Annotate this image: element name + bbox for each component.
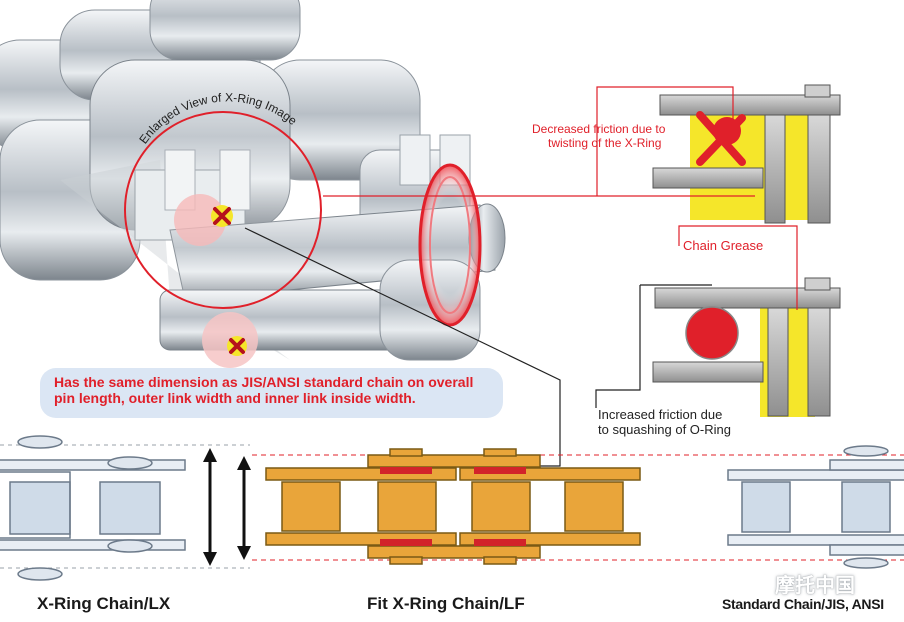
callout-increased-friction: Increased friction due to squashing of O…: [598, 407, 731, 438]
o-ring-icon: [685, 306, 739, 360]
x-ring-yellow-mark-lower: [227, 336, 247, 356]
pin-top: [807, 114, 831, 224]
x-ring-seal: [474, 467, 526, 474]
dimension-banner-text: Has the same dimension as JIS/ANSI stand…: [54, 374, 473, 406]
pin-bottom: [807, 307, 831, 417]
banner-line1: Has the same dimension as JIS/ANSI stand…: [54, 374, 474, 390]
dimension-arrows: [203, 448, 251, 566]
callout-bottom-line2: to squashing of O-Ring: [598, 421, 731, 437]
bushing-bottom: [767, 307, 789, 417]
chain-3d-illustration: [0, 0, 506, 368]
leader-lines: [244, 86, 798, 467]
x-ring-icon: [696, 111, 746, 166]
plate-top-lower: [652, 167, 764, 189]
x-ring-yellow-mark-upper: [211, 205, 233, 227]
x-ring-seal: [380, 467, 432, 474]
x-ring-seal: [474, 539, 526, 546]
callout-top-line1: Decreased friction due to: [532, 122, 666, 136]
fit-x-ring-chain-flat: [265, 448, 641, 565]
standard-chain-flat: [727, 445, 904, 569]
watermark-logo: 摩托中国: [775, 575, 855, 597]
callout-top-line2: twisting of the X-Ring: [548, 135, 662, 150]
chain-grease-label: Chain Grease: [681, 238, 766, 254]
x-ring-seal: [380, 539, 432, 546]
caption-x-ring-chain: X-Ring Chain/LX: [37, 594, 171, 613]
x-ring-cross-section: [652, 84, 841, 224]
dimension-banner: [40, 368, 503, 418]
x-ring-highlight: [418, 163, 482, 327]
callout-bottom-line1: Increased friction due: [598, 407, 723, 422]
o-ring-cross-section: [652, 277, 841, 417]
plate-top-upper: [659, 94, 841, 116]
caption-fit-x-ring-chain: Fit X-Ring Chain/LF: [367, 594, 525, 613]
caption-standard-chain: Standard Chain/JIS, ANSI: [722, 596, 884, 612]
banner-line2: pin length, outer link width and inner l…: [54, 390, 416, 407]
bushing-top: [764, 114, 786, 224]
callout-decreased-friction: Decreased friction due to twisting of th…: [532, 122, 666, 151]
x-ring-chain-flat: [0, 435, 186, 581]
plate-bottom-lower: [652, 361, 764, 383]
plate-bottom-upper: [654, 287, 841, 309]
